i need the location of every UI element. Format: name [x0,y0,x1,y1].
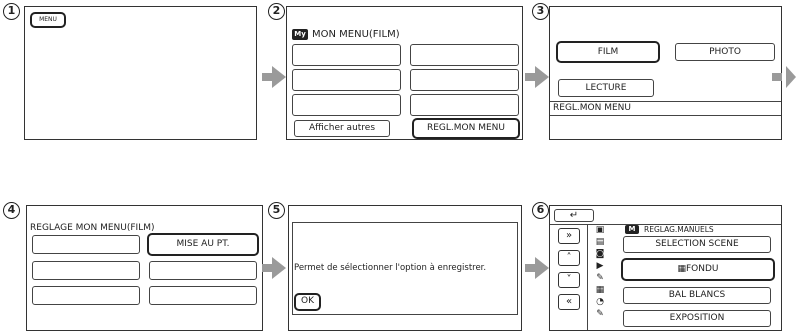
fade-button[interactable]: ▦FONDU [621,258,775,281]
step-number: 6 [532,202,549,219]
menu-slot[interactable] [32,286,140,305]
back-button[interactable]: ↵ [554,209,594,222]
show-others-button[interactable]: Afficher autres [294,120,390,137]
edit-icon[interactable]: ✎ [596,273,604,283]
divider [550,115,781,116]
category-title: REGLAG.MANUELS [644,225,714,234]
step-number: 2 [268,3,285,20]
manual-badge-icon: M [625,225,639,234]
movie-icon[interactable]: ▣ [595,225,605,235]
screen-step-5: Permet de sélectionner l'option à enregi… [288,205,522,331]
page-down-icon[interactable]: « [558,294,580,310]
screen-step-3: FILM PHOTO LECTURE REGL.MON MENU [549,6,782,140]
dialog-message: Permet de sélectionner l'option à enregi… [294,263,487,273]
arrow-icon [525,257,549,279]
screen-title: REGLAGE MON MENU(FILM) [30,223,155,233]
arrow-icon [772,66,796,88]
step-number: 3 [532,3,549,20]
my-menu-settings-button[interactable]: REGL.MON MENU [412,118,520,139]
menu-slot[interactable] [292,69,401,91]
screen-step-4: REGLAGE MON MENU(FILM) MISE AU PT. [26,205,263,331]
menu-slot[interactable] [149,261,257,280]
menu-slot[interactable] [292,44,401,66]
settings-icon[interactable]: ✎ [596,309,604,319]
my-menu-badge-icon: My [292,29,308,40]
step-number: 4 [3,202,20,219]
document-icon[interactable]: ▦ [595,285,605,295]
ok-button[interactable]: OK [294,293,321,311]
fade-label: FONDU [686,264,719,274]
film-icon: ▦ [677,264,686,274]
connection-icon[interactable]: ◔ [596,297,604,307]
photo-button[interactable]: PHOTO [675,43,775,61]
page-up-icon[interactable]: » [558,228,580,244]
step-number: 5 [268,202,285,219]
arrow-icon [262,257,286,279]
arrow-icon [262,66,286,88]
arrow-icon [525,66,549,88]
message-dialog: Permet de sélectionner l'option à enregi… [292,222,518,315]
screen-step-2: My MON MENU(FILM) Afficher autres REGL.M… [286,6,523,140]
playback-icon[interactable]: ▶ [596,261,604,271]
focus-button[interactable]: MISE AU PT. [147,233,259,256]
footer-label: REGL.MON MENU [553,103,632,113]
screen-step-1: MENU [24,6,257,140]
screen-step-6: ↵ » ˄ ˅ « ▣ ▤ ◙ ▶ ✎ ▦ ◔ ✎ M REGLAG.MANUE… [549,205,782,331]
divider [550,101,781,102]
nav-column: » ˄ ˅ « [550,224,588,330]
camera-icon[interactable]: ◙ [595,249,605,259]
menu-slot[interactable] [292,94,401,116]
menu-slot[interactable] [32,261,140,280]
white-balance-button[interactable]: BAL BLANCS [623,287,771,304]
camera-movie-icon[interactable]: ▤ [595,237,605,247]
step-number: 1 [3,3,20,20]
exposure-button[interactable]: EXPOSITION [623,310,771,327]
menu-slot[interactable] [149,286,257,305]
menu-slot[interactable] [32,235,140,254]
menu-slot[interactable] [410,69,519,91]
divider [550,224,781,225]
menu-slot[interactable] [410,94,519,116]
scroll-up-icon[interactable]: ˄ [558,250,580,266]
menu-button[interactable]: MENU [30,12,66,28]
menu-slot[interactable] [410,44,519,66]
scene-selection-button[interactable]: SELECTION SCENE [623,236,771,253]
screen-title: MON MENU(FILM) [312,29,400,40]
lecture-button[interactable]: LECTURE [558,79,654,97]
category-icons: ▣ ▤ ◙ ▶ ✎ ▦ ◔ ✎ [595,226,609,326]
film-button[interactable]: FILM [556,41,660,63]
scroll-down-icon[interactable]: ˅ [558,272,580,288]
